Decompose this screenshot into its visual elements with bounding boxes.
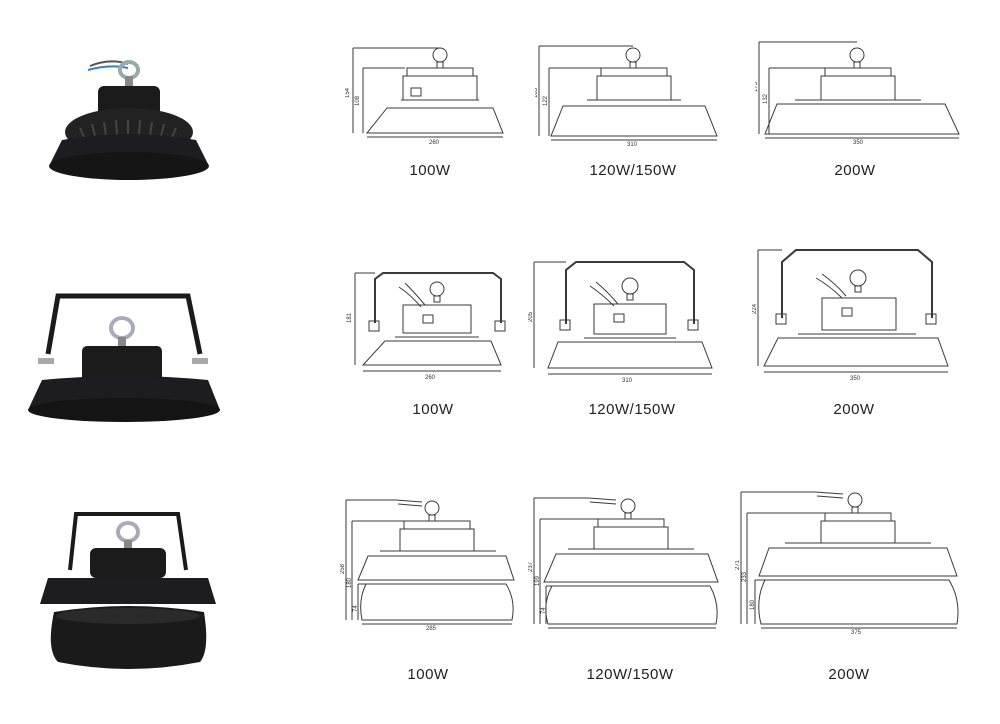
drawing-plain-200w: 173 132 350 [755, 41, 960, 146]
dim-height-outer: 258 [340, 563, 346, 574]
product-photo-reflector [40, 512, 216, 669]
drawing-plain-100w: 154 108 260 [345, 47, 504, 146]
wattage-label: 120W/150W [586, 666, 674, 683]
dim-height-outer: 181 [347, 312, 353, 323]
wattage-label: 100W [409, 162, 451, 179]
drawing-reflector-100w: 258 180 74 285 [340, 499, 515, 630]
diagram-plain-120w: 163 122 310 120W/150W [535, 40, 735, 180]
dim-height-inner: 122 [543, 95, 549, 106]
dim-height-inner: 180 [347, 577, 353, 588]
diagram-bracket-120w: 205 310 120W/150W [528, 258, 728, 418]
diagram-reflector-200w: 271 233 180 375 200W [735, 484, 959, 683]
wattage-label: 120W/150W [588, 401, 676, 418]
drawing-reflector-200w: 271 233 180 375 [735, 491, 959, 634]
dim-height-low: 180 [750, 599, 756, 610]
dim-width: 350 [853, 140, 864, 146]
dim-width: 285 [426, 626, 437, 630]
dim-height-low: 74 [541, 607, 547, 614]
wattage-label: 100W [407, 666, 449, 683]
product-photo-bracket [28, 293, 220, 422]
dim-width: 260 [429, 140, 440, 146]
drawing-bracket-120w: 205 310 [528, 261, 713, 384]
wattage-label: 200W [833, 401, 875, 418]
row-plain: 154 108 260 100W 163 122 310 120W/150W [0, 0, 1000, 235]
dim-height-outer: 205 [528, 311, 534, 322]
dim-height-inner: 108 [355, 95, 361, 106]
dim-height-inner: 132 [763, 93, 769, 104]
dim-height-outer: 237 [528, 561, 534, 572]
dim-height-outer: 154 [345, 87, 351, 98]
drawing-reflector-120w: 237 199 74 325 [528, 497, 719, 629]
diagram-reflector-100w: 258 180 74 285 100W [340, 490, 540, 683]
dim-width: 310 [627, 142, 638, 148]
wattage-label: 120W/150W [589, 162, 677, 179]
dim-width: 260 [425, 375, 436, 381]
diagram-plain-100w: 154 108 260 100W [345, 40, 545, 180]
drawing-plain-120w: 163 122 310 [535, 45, 718, 148]
drawing-bracket-200w: 224 350 [752, 249, 949, 382]
dim-height-outer: 163 [535, 87, 539, 98]
dim-width: 375 [851, 630, 862, 634]
diagram-reflector-120w: 237 199 74 325 120W/150W [528, 490, 728, 683]
dim-height-inner: 233 [742, 571, 748, 582]
diagram-plain-200w: 173 132 350 200W [755, 40, 960, 180]
row-reflector: 258 180 74 285 100W 237 199 74 [0, 480, 1000, 724]
drawing-bracket-100w: 181 260 [347, 272, 506, 381]
diagram-bracket-200w: 224 350 200W [752, 248, 952, 418]
diagram-bracket-100w: 181 260 100W [345, 265, 545, 418]
dim-height-outer: 173 [755, 81, 759, 92]
wattage-label: 100W [412, 401, 454, 418]
dim-width: 310 [622, 378, 633, 384]
wattage-label: 200W [834, 162, 876, 179]
row-bracket: 181 260 100W 205 310 120W/150W [0, 240, 1000, 475]
dim-height-inner: 199 [535, 575, 541, 586]
dim-height-outer: 224 [752, 303, 758, 314]
dim-height-low: 74 [353, 605, 359, 612]
wattage-label: 200W [828, 666, 870, 683]
dim-width: 350 [850, 376, 861, 382]
dim-height-outer: 271 [735, 559, 741, 570]
product-photo-plain [49, 60, 209, 180]
